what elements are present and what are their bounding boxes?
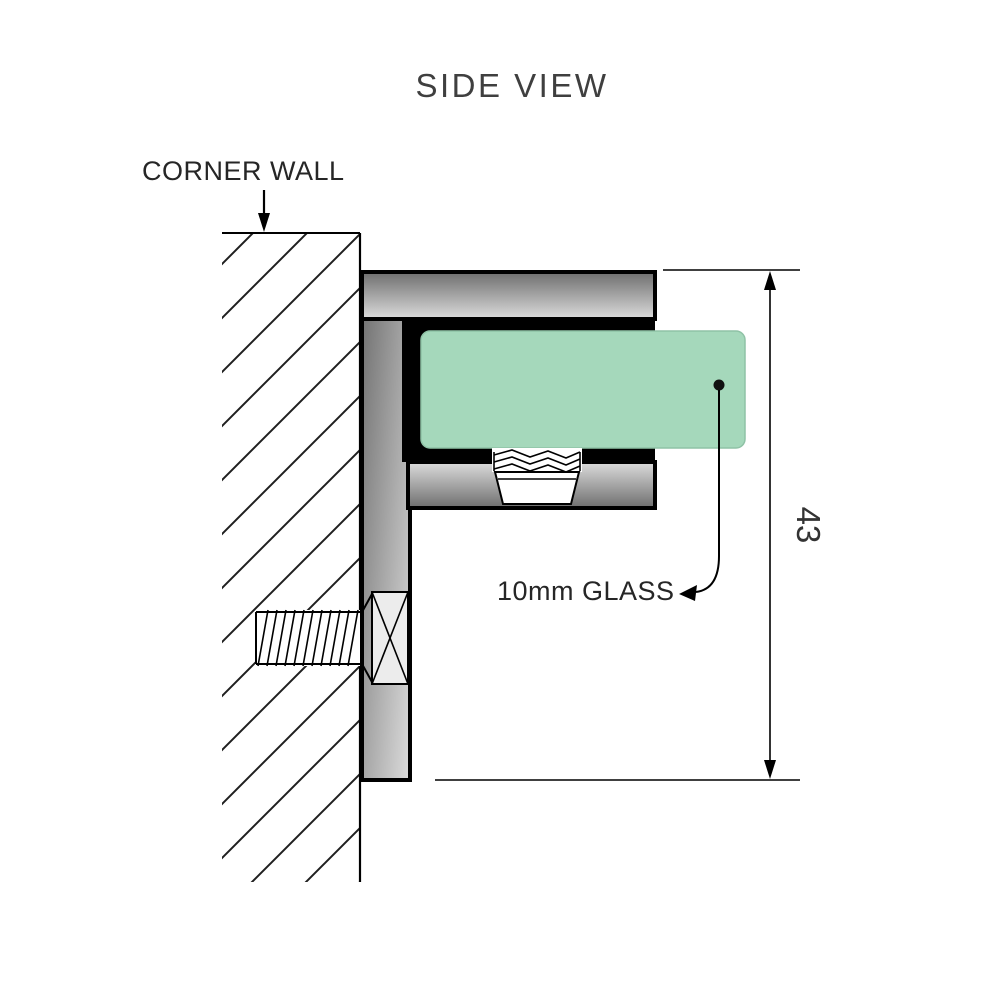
screw-threads — [257, 609, 359, 667]
grub-screw-cup — [493, 471, 581, 505]
corner-wall-label: CORNER WALL — [142, 156, 345, 186]
wall-screw — [255, 591, 409, 685]
diagram-title: SIDE VIEW — [415, 67, 608, 104]
dimension-43: 43 — [435, 269, 827, 781]
dimension-arrowhead-top-icon — [764, 271, 776, 290]
glass-leader-dot — [713, 379, 725, 391]
screw-countersink-line — [361, 663, 373, 683]
dimension-arrowhead-bottom-icon — [764, 760, 776, 779]
glass-leader-line — [695, 390, 720, 593]
bracket-top-arm — [360, 270, 657, 321]
screw-countersink-line — [361, 593, 373, 613]
corner-wall-callout: CORNER WALL — [142, 156, 345, 232]
grub-screw — [492, 448, 582, 505]
corner-wall-arrowhead-icon — [258, 213, 270, 232]
glass-label: 10mm GLASS — [497, 576, 675, 606]
glass-panel — [420, 330, 746, 449]
screw-head-cross-line — [371, 591, 409, 685]
wall-hatching — [222, 233, 360, 882]
glass-arrowhead-icon — [679, 585, 697, 601]
glass-callout: 10mm GLASS — [497, 379, 725, 606]
wall — [222, 232, 362, 882]
grub-screw-thread-line — [493, 449, 581, 459]
grub-screw-thread-line — [493, 456, 581, 466]
dimension-value: 43 — [790, 507, 827, 544]
